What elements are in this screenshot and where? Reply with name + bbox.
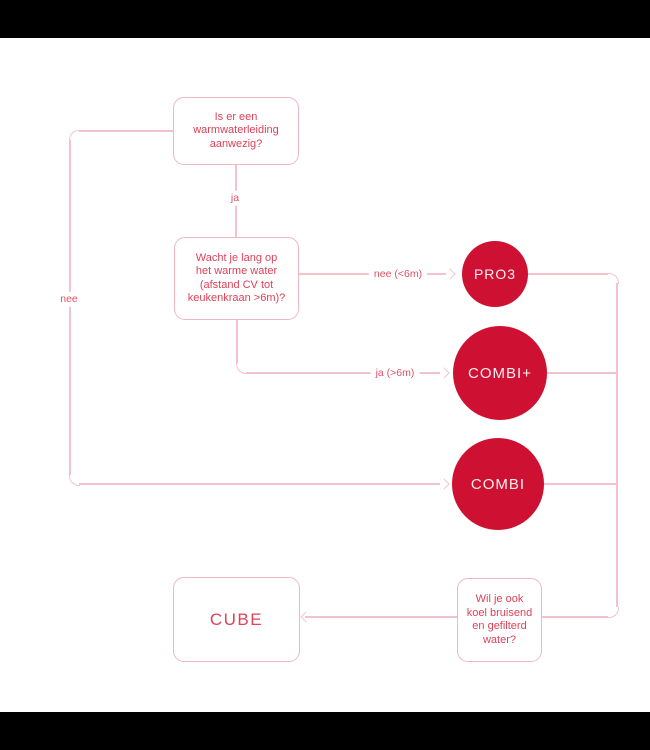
connector-pro3-to-rail — [528, 273, 608, 275]
connector-ja6m-horizontal — [246, 372, 440, 374]
arrowhead-to-combiplus — [438, 367, 450, 379]
edge-label-ja: ja — [225, 190, 245, 206]
connector-nee-vertical — [69, 140, 71, 475]
connector-nee-bottom-horizontal — [79, 483, 440, 485]
result-box-cube: CUBE — [173, 577, 300, 662]
result-circle-pro3: PRO3 — [462, 241, 528, 307]
connector-q3-to-cube — [305, 616, 457, 618]
rail-vertical — [616, 283, 618, 607]
edge-label-nee: nee — [55, 291, 83, 307]
connector-rail-to-q3 — [540, 616, 608, 618]
arrowhead-to-combi — [438, 478, 450, 490]
result-circle-combiplus: COMBI+ — [453, 326, 547, 420]
connector-combi-to-rail — [544, 483, 617, 485]
result-circle-combi: COMBI — [452, 438, 544, 530]
connector-nee-corner-top — [69, 130, 80, 141]
connector-ja6m-vertical — [236, 318, 238, 363]
rail-corner-bottom — [608, 607, 619, 618]
letterbox-top-bar — [0, 0, 650, 38]
question-box-warmwaterleiding: Is er een warmwaterleiding aanwezig? — [173, 97, 299, 165]
letterbox-bottom-bar — [0, 712, 650, 750]
edge-label-ja-6m: ja (>6m) — [370, 365, 420, 381]
question-box-wachttijd: Wacht je lang op het warme water (afstan… — [174, 237, 299, 320]
arrowhead-to-cube — [300, 611, 312, 623]
connector-combiplus-to-rail — [547, 372, 617, 374]
edge-label-nee-6m: nee (<6m) — [368, 266, 428, 282]
question-box-koel-bruisend-water: Wil je ook koel bruisend en gefilterd wa… — [457, 578, 542, 662]
arrowhead-to-pro3 — [444, 268, 456, 280]
connector-nee-top-horizontal — [79, 130, 173, 132]
